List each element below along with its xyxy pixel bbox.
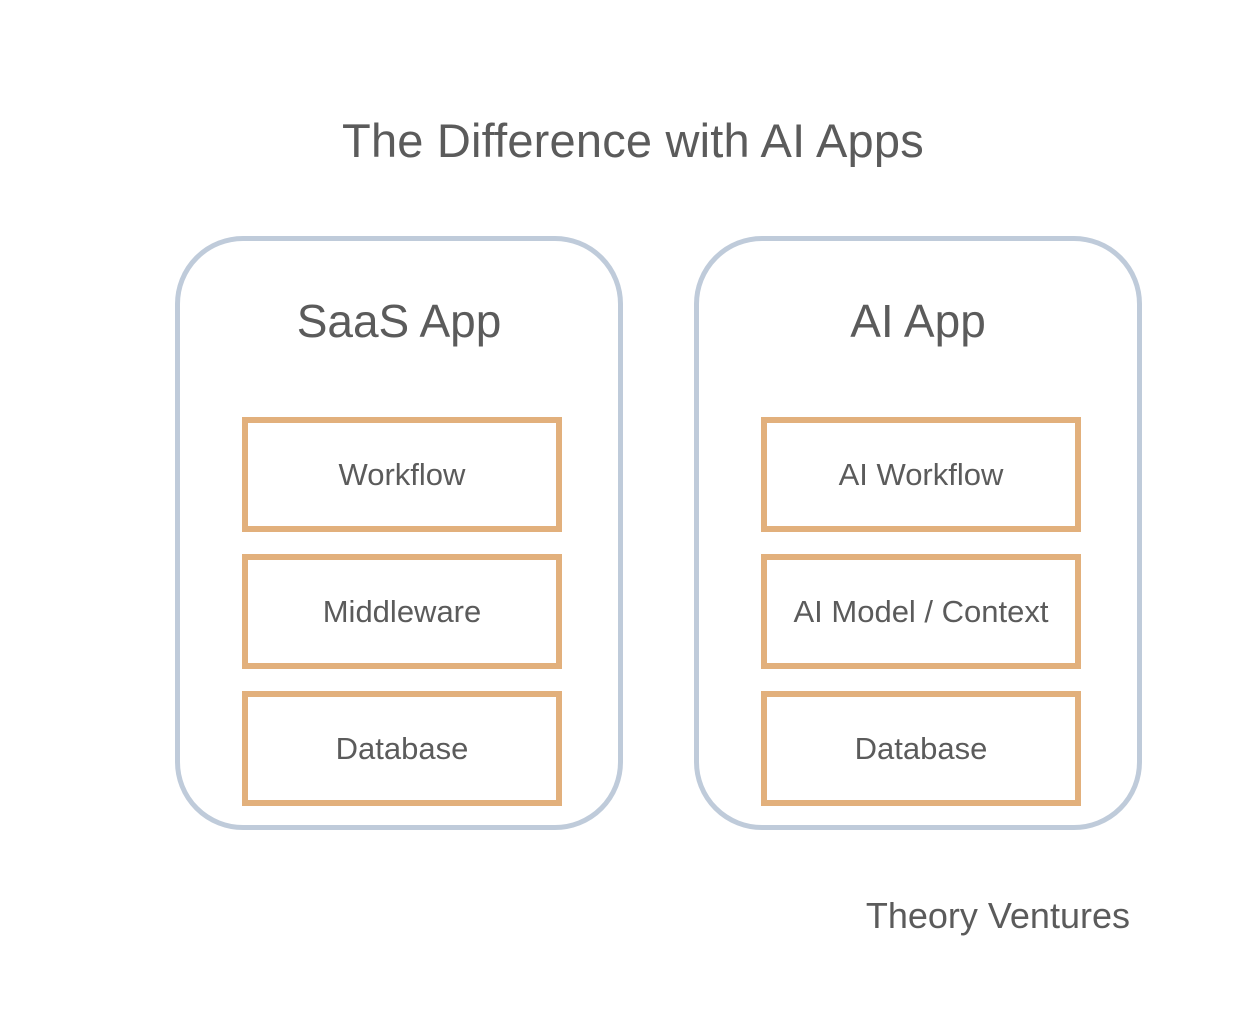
ai-app-title: AI App: [850, 295, 986, 347]
source-credit: Theory Ventures: [865, 895, 1130, 936]
saas-middleware-layer: Middleware: [242, 554, 562, 669]
diagram-title: The Difference with AI Apps: [342, 114, 924, 167]
saas-workflow-layer: Workflow: [242, 417, 562, 532]
ai-database-layer: Database: [761, 691, 1081, 806]
saas-database-layer: Database: [242, 691, 562, 806]
saas-app-title: SaaS App: [296, 295, 502, 347]
ai-workflow-layer: AI Workflow: [761, 417, 1081, 532]
saas-app-panel: SaaS App Workflow Middleware Database: [175, 236, 623, 830]
ai-app-panel: AI App AI Workflow AI Model / Context Da…: [694, 236, 1142, 830]
ai-model-context-layer: AI Model / Context: [761, 554, 1081, 669]
